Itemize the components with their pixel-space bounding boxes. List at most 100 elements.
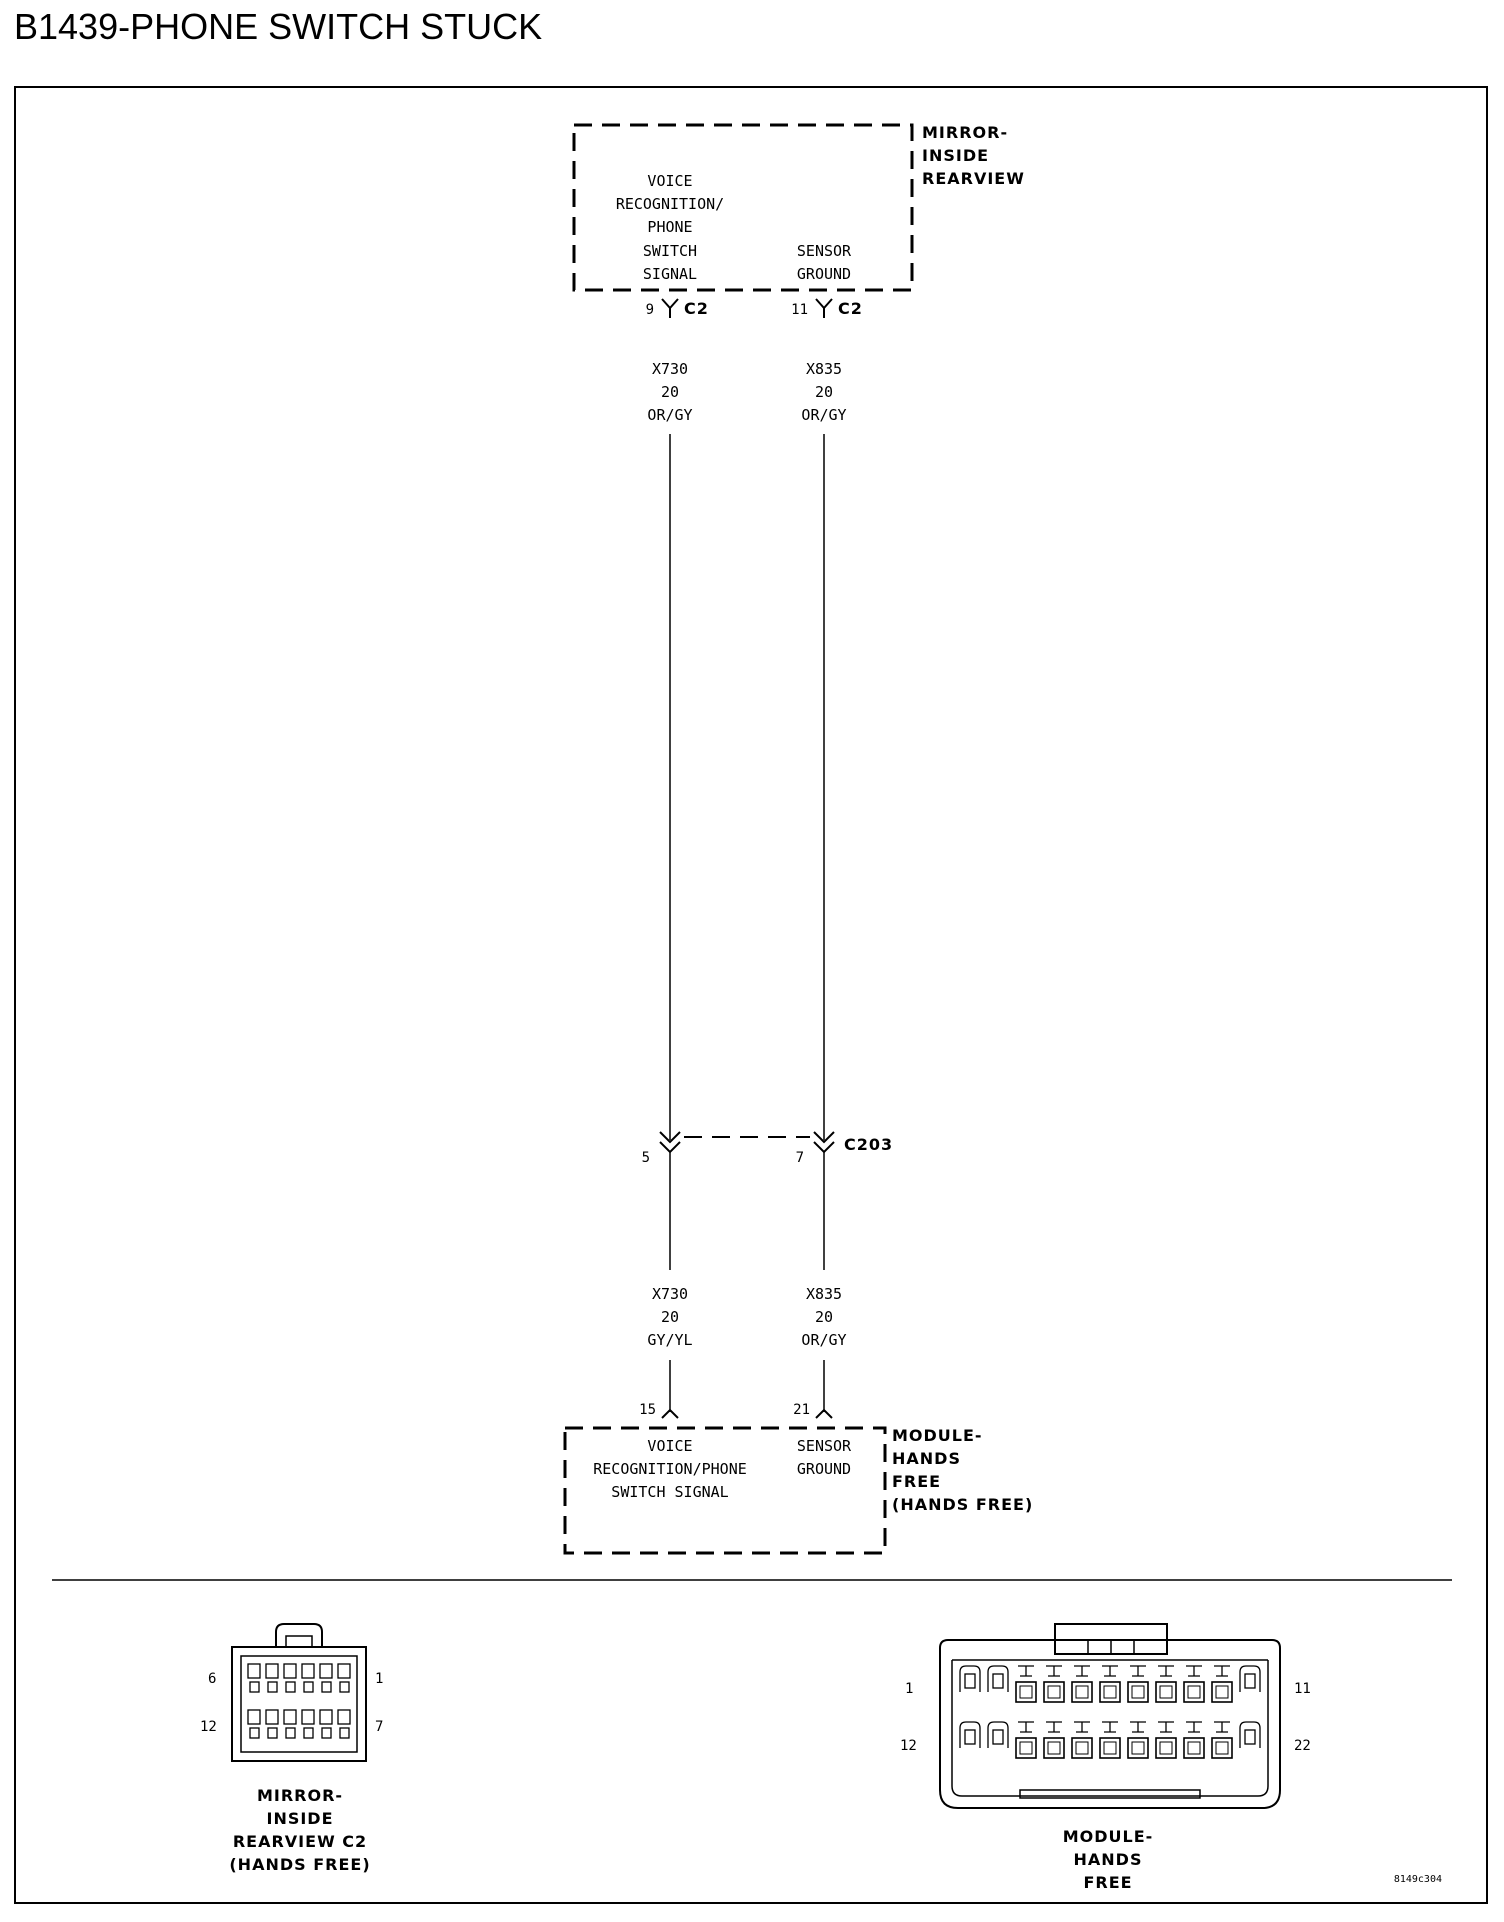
- module-ground-label-2: GROUND: [797, 1460, 851, 1478]
- figure-id: 8149c304: [1394, 1874, 1442, 1885]
- mirror-c2-cavity: [283, 1663, 297, 1693]
- module-cavity: [1099, 1665, 1121, 1703]
- module-cavity: [1211, 1665, 1233, 1703]
- mirror-c2-caption-2: INSIDE: [266, 1809, 333, 1828]
- module-cavities: [959, 1665, 1261, 1759]
- module-conn-pin-11: 11: [1294, 1681, 1311, 1697]
- mirror-c2-pin-1: 1: [375, 1671, 383, 1687]
- module-cavity: [1183, 1721, 1205, 1759]
- module-cavity: [1183, 1665, 1205, 1703]
- wire-x835-upper-color: OR/GY: [801, 406, 846, 424]
- wire-x730-upper-color: OR/GY: [647, 406, 692, 424]
- mirror-c2-pin-12: 12: [200, 1719, 217, 1735]
- wire-x730-upper-gauge: 20: [661, 383, 679, 401]
- module-pin-15: 15: [639, 1402, 656, 1418]
- module-cavity: [1071, 1721, 1093, 1759]
- mirror-ground-label-1: SENSOR: [797, 242, 852, 260]
- mirror-c2-caption-4: (HANDS FREE): [229, 1855, 370, 1874]
- mirror-connector-c2-b: C2: [838, 299, 863, 318]
- wire-x730-lower-gauge: 20: [661, 1308, 679, 1326]
- mirror-c2-connector-view: [231, 1623, 367, 1762]
- wire-x835-upper-gauge: 20: [815, 383, 833, 401]
- module-cavity: [1239, 1665, 1261, 1692]
- module-conn-pin-12: 12: [900, 1738, 917, 1754]
- mirror-c2-pin-7: 7: [375, 1719, 383, 1735]
- module-pin21-symbol: [815, 1408, 833, 1419]
- module-name-1: MODULE-: [892, 1426, 983, 1445]
- module-cavity: [1127, 1721, 1149, 1759]
- module-cavity: [1043, 1721, 1065, 1759]
- mirror-c2-cavity: [283, 1709, 297, 1739]
- module-cavity: [1015, 1665, 1037, 1703]
- module-pin-21: 21: [793, 1402, 810, 1418]
- mirror-c2-cavity: [337, 1709, 351, 1739]
- c203-pin-5: 5: [642, 1150, 650, 1166]
- module-conn-caption-2: HANDS: [1074, 1850, 1143, 1869]
- mirror-signal-label-2: RECOGNITION/: [616, 195, 724, 213]
- mirror-connector-c2-a: C2: [684, 299, 709, 318]
- mirror-c2-cavities: [247, 1663, 351, 1739]
- wire-x835-lower-id: X835: [806, 1285, 842, 1303]
- mirror-pin-11: 11: [791, 302, 808, 318]
- mirror-name-1: MIRROR-: [922, 123, 1008, 142]
- mirror-ground-label-2: GROUND: [797, 265, 851, 283]
- module-name-3: FREE: [892, 1472, 941, 1491]
- mirror-c2-cavity: [301, 1709, 315, 1739]
- module-conn-caption-3: FREE: [1083, 1873, 1132, 1892]
- module-cavity: [1099, 1721, 1121, 1759]
- mirror-c2-cavity: [265, 1663, 279, 1693]
- diagram-frame: [14, 86, 1488, 1904]
- mirror-c2-pin-6: 6: [208, 1671, 216, 1687]
- module-cavity: [987, 1721, 1009, 1748]
- mirror-c2-caption-3: REARVIEW C2: [233, 1832, 367, 1851]
- module-cavity: [959, 1721, 981, 1748]
- module-signal-label-2: RECOGNITION/PHONE: [593, 1460, 747, 1478]
- module-ground-label-1: SENSOR: [797, 1437, 852, 1455]
- mirror-c2-caption-1: MIRROR-: [257, 1786, 343, 1805]
- wire-x730-lower-color: GY/YL: [647, 1331, 692, 1349]
- wire-x835-lower-gauge: 20: [815, 1308, 833, 1326]
- mirror-pin9-connector-symbol: [661, 298, 679, 318]
- module-cavity: [1155, 1721, 1177, 1759]
- module-cavity: [1211, 1721, 1233, 1759]
- module-conn-caption-1: MODULE-: [1063, 1827, 1154, 1846]
- module-component-box: [563, 1426, 887, 1555]
- module-name-4: (HANDS FREE): [892, 1495, 1033, 1514]
- module-cavity: [1043, 1665, 1065, 1703]
- module-name-2: HANDS: [892, 1449, 961, 1468]
- wire-x730-upper-id: X730: [652, 360, 688, 378]
- mirror-c2-cavity: [319, 1663, 333, 1693]
- mirror-pin11-connector-symbol: [815, 298, 833, 318]
- wire-x835-upper-id: X835: [806, 360, 842, 378]
- module-conn-pin-22: 22: [1294, 1738, 1311, 1754]
- mirror-c2-cavity: [319, 1709, 333, 1739]
- mirror-name-2: INSIDE: [922, 146, 989, 165]
- module-cavity: [1015, 1721, 1037, 1759]
- module-connector-view: [939, 1623, 1281, 1809]
- mirror-signal-label-5: SIGNAL: [643, 265, 697, 283]
- mirror-signal-label-1: VOICE: [647, 172, 692, 190]
- c203-connector-label: C203: [844, 1135, 893, 1154]
- mirror-c2-cavity: [301, 1663, 315, 1693]
- module-pin15-symbol: [661, 1408, 679, 1419]
- page-title: B1439-PHONE SWITCH STUCK: [14, 6, 543, 47]
- module-signal-label-3: SWITCH SIGNAL: [611, 1483, 728, 1501]
- mirror-name-3: REARVIEW: [922, 169, 1025, 188]
- wire-x730-lower-id: X730: [652, 1285, 688, 1303]
- mirror-c2-cavity: [247, 1709, 261, 1739]
- c203-pin-7: 7: [796, 1150, 804, 1166]
- module-cavity: [1127, 1665, 1149, 1703]
- module-cavity: [1239, 1721, 1261, 1748]
- mirror-c2-cavity: [247, 1663, 261, 1693]
- mirror-signal-label-3: PHONE: [647, 218, 692, 236]
- mirror-pin-9: 9: [646, 302, 654, 318]
- module-cavity: [959, 1665, 981, 1692]
- module-cavity: [1155, 1665, 1177, 1703]
- module-cavity: [987, 1665, 1009, 1692]
- mirror-c2-cavity: [265, 1709, 279, 1739]
- module-cavity: [1071, 1665, 1093, 1703]
- mirror-component-box: [572, 123, 914, 292]
- module-conn-pin-1: 1: [905, 1681, 913, 1697]
- mirror-c2-cavity: [337, 1663, 351, 1693]
